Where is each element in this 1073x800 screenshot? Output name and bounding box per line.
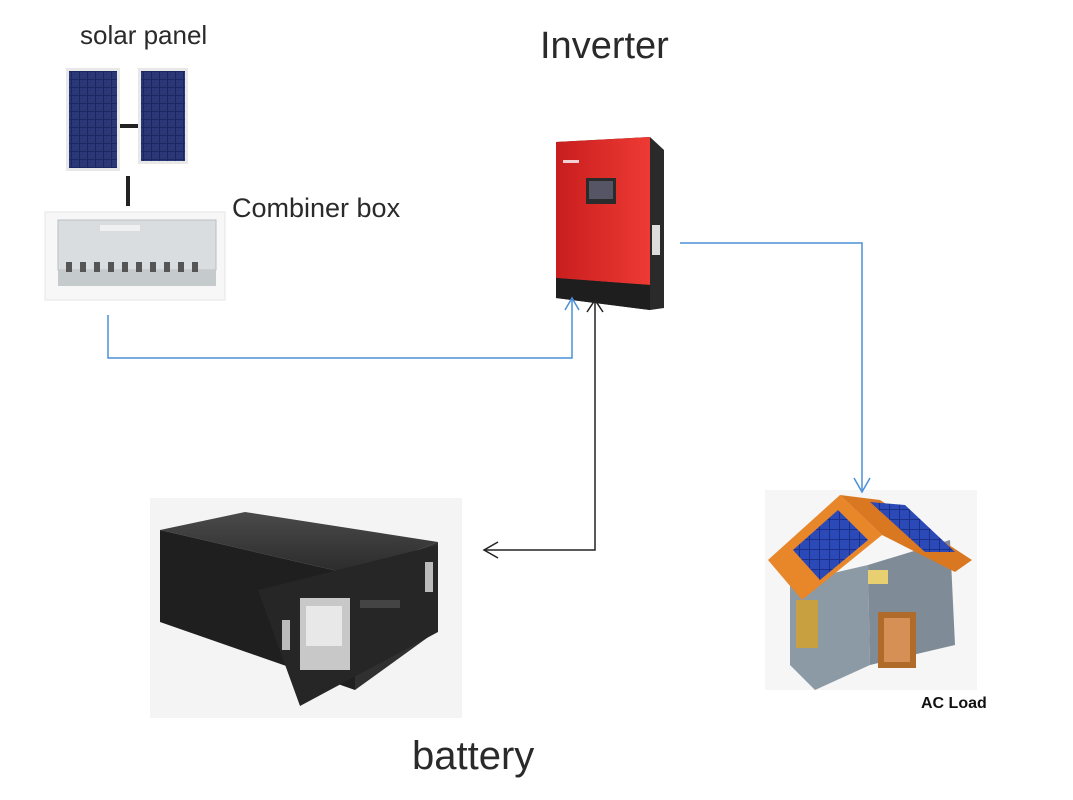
battery-label: battery	[412, 734, 535, 778]
inverter-to-acload-line	[680, 242, 871, 494]
inverter-battery-line	[482, 298, 604, 559]
ac-load-label: AC Load	[921, 695, 987, 712]
combiner-box-label: Combiner box	[232, 193, 401, 223]
solar-panel-icon	[66, 68, 188, 206]
combiner-to-inverter-line	[107, 296, 580, 359]
battery-icon	[150, 498, 462, 718]
inverter-icon	[556, 137, 664, 310]
solar-panel-label: solar panel	[80, 20, 208, 50]
house-icon	[765, 490, 977, 690]
combiner-box-icon	[44, 211, 226, 301]
inverter-label: Inverter	[540, 25, 669, 67]
